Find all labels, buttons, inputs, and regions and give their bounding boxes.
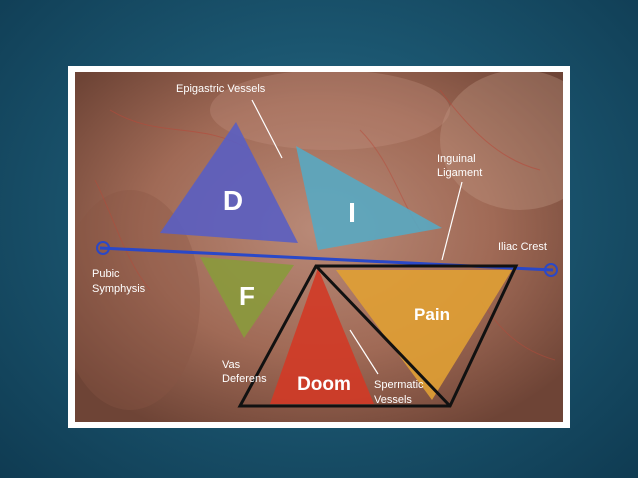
- inguinal-ligament-label-line2: Ligament: [437, 167, 482, 179]
- triangle-doom: [270, 268, 374, 404]
- triangle-pain: [336, 270, 512, 400]
- iliac-line-end-left: [96, 241, 110, 255]
- inguinal-ligament-label-line1: Inguinal: [437, 153, 476, 165]
- laparoscopic-photo: D I F Pain Doom Epigastric Vessels Ingui…: [75, 72, 563, 422]
- vessel-line: [439, 89, 541, 171]
- region-doom-label: Doom: [297, 374, 351, 395]
- inguinal-pointer: [441, 181, 463, 261]
- iliac-crest-label: Iliac Crest: [498, 241, 547, 253]
- tissue-shade: [440, 72, 563, 210]
- tissue-shade: [75, 190, 200, 410]
- spermatic-pointer: [349, 329, 379, 375]
- vas-deferens-label-line1: Vas: [222, 359, 241, 371]
- spermatic-vessels-label-line1: Spermatic: [374, 379, 424, 391]
- triangle-d: [160, 122, 298, 243]
- vas-deferens-label-line2: Deferens: [222, 373, 267, 385]
- triangle-i: [296, 146, 442, 250]
- pubic-symphysis-label-line2: Symphysis: [92, 283, 146, 295]
- region-f-label: F: [239, 281, 255, 311]
- outline-diagonal: [314, 264, 452, 408]
- iliac-line-end-right: [544, 263, 558, 277]
- pubic-symphysis-label-line1: Pubic: [92, 268, 120, 280]
- region-i-label: I: [348, 197, 356, 228]
- epigastric-pointer: [251, 99, 283, 159]
- region-d-label: D: [223, 185, 243, 216]
- triangle-f: [200, 257, 294, 338]
- vessel-line: [94, 179, 151, 291]
- epigastric-vessels-label: Epigastric Vessels: [176, 83, 266, 95]
- region-pain-label: Pain: [414, 305, 450, 324]
- tissue-shade: [210, 72, 450, 150]
- spermatic-vessels-label-line2: Vessels: [374, 394, 412, 406]
